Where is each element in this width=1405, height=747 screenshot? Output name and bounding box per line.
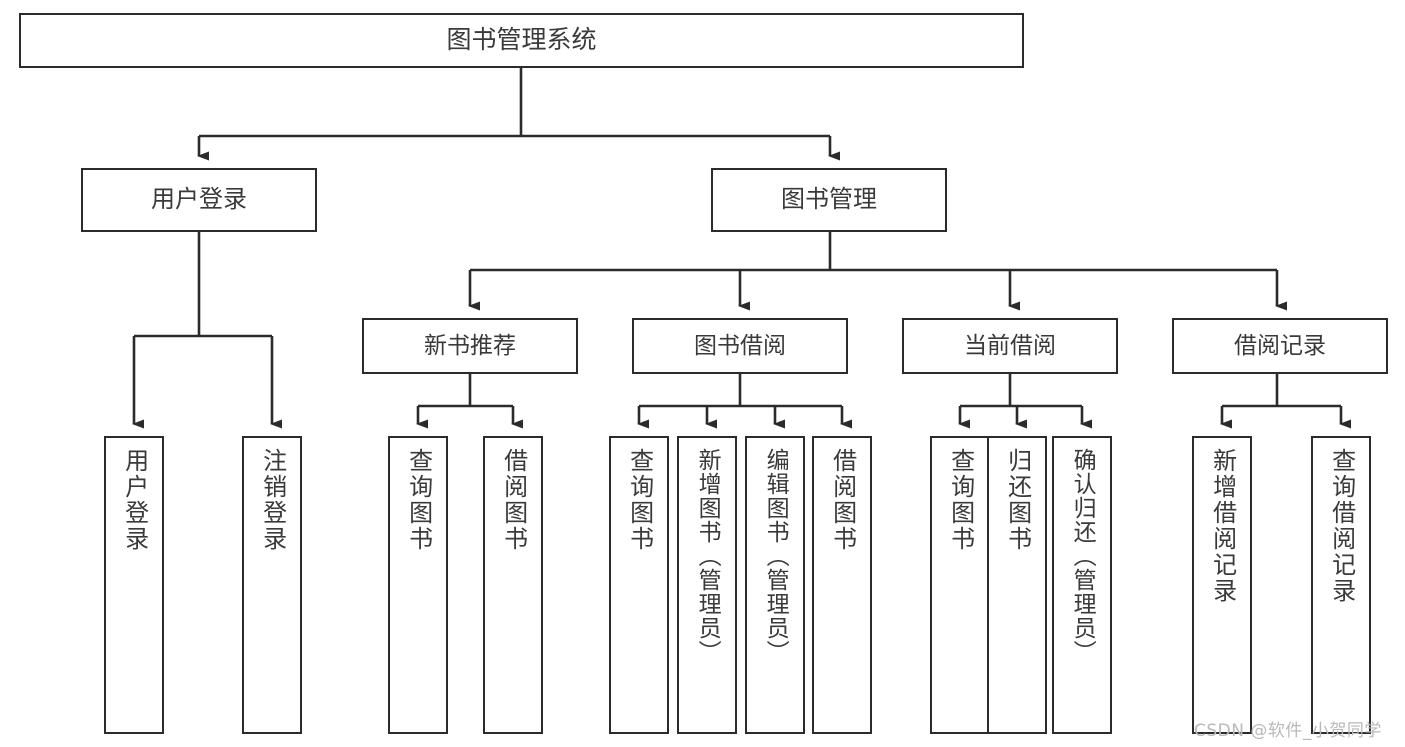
leaf-query-borrow-record-label: 查询借阅记录 <box>1327 448 1356 604</box>
node-new-book-recommend-label: 新书推荐 <box>424 332 516 359</box>
node-book-borrow-label: 图书借阅 <box>694 332 786 359</box>
watermark-text: CSDN @软件_小贺同学 <box>1194 721 1382 741</box>
node-borrow-record[interactable]: 借阅记录 <box>1172 318 1388 374</box>
leaf-user-login-label: 用户登录 <box>120 448 149 552</box>
leaf-query-book-borrow[interactable]: 查询图书 <box>609 436 669 734</box>
leaf-add-borrow-record-label: 新增借阅记录 <box>1208 448 1237 604</box>
leaf-query-book-borrow-label: 查询图书 <box>625 448 654 552</box>
leaf-query-book-new[interactable]: 查询图书 <box>388 436 448 734</box>
leaf-add-borrow-record[interactable]: 新增借阅记录 <box>1192 436 1252 734</box>
node-book-borrow[interactable]: 图书借阅 <box>632 318 848 374</box>
leaf-borrow-book[interactable]: 借阅图书 <box>812 436 872 734</box>
node-book-management-label: 图书管理 <box>781 185 877 214</box>
node-root-label: 图书管理系统 <box>446 25 597 55</box>
node-current-borrow[interactable]: 当前借阅 <box>902 318 1118 374</box>
leaf-borrow-book-label: 借阅图书 <box>828 448 857 552</box>
node-root[interactable]: 图书管理系统 <box>19 13 1024 68</box>
leaf-query-book-new-label: 查询图书 <box>404 448 433 552</box>
leaf-confirm-return-admin-label: 确认归还（管理员） <box>1069 448 1096 664</box>
node-new-book-recommend[interactable]: 新书推荐 <box>362 318 578 374</box>
node-current-borrow-label: 当前借阅 <box>964 332 1056 359</box>
leaf-borrow-book-new-label: 借阅图书 <box>499 448 528 552</box>
node-book-management[interactable]: 图书管理 <box>711 168 947 232</box>
leaf-return-book[interactable]: 归还图书 <box>987 436 1047 734</box>
leaf-logout[interactable]: 注销登录 <box>242 436 302 734</box>
leaf-edit-book-admin[interactable]: 编辑图书（管理员） <box>745 436 805 734</box>
node-user-login-label: 用户登录 <box>151 185 247 214</box>
leaf-user-login[interactable]: 用户登录 <box>104 436 164 734</box>
leaf-edit-book-admin-label: 编辑图书（管理员） <box>762 448 789 664</box>
leaf-logout-label: 注销登录 <box>258 448 287 552</box>
leaf-add-book-admin-label: 新增图书（管理员） <box>694 448 721 664</box>
leaf-query-book-current-label: 查询图书 <box>946 448 975 552</box>
leaf-borrow-book-new[interactable]: 借阅图书 <box>483 436 543 734</box>
node-user-login[interactable]: 用户登录 <box>81 168 317 232</box>
leaf-query-borrow-record[interactable]: 查询借阅记录 <box>1311 436 1371 734</box>
leaf-return-book-label: 归还图书 <box>1003 448 1032 552</box>
leaf-confirm-return-admin[interactable]: 确认归还（管理员） <box>1052 436 1112 734</box>
leaf-query-book-current[interactable]: 查询图书 <box>930 436 990 734</box>
leaf-add-book-admin[interactable]: 新增图书（管理员） <box>677 436 737 734</box>
node-borrow-record-label: 借阅记录 <box>1234 332 1326 359</box>
